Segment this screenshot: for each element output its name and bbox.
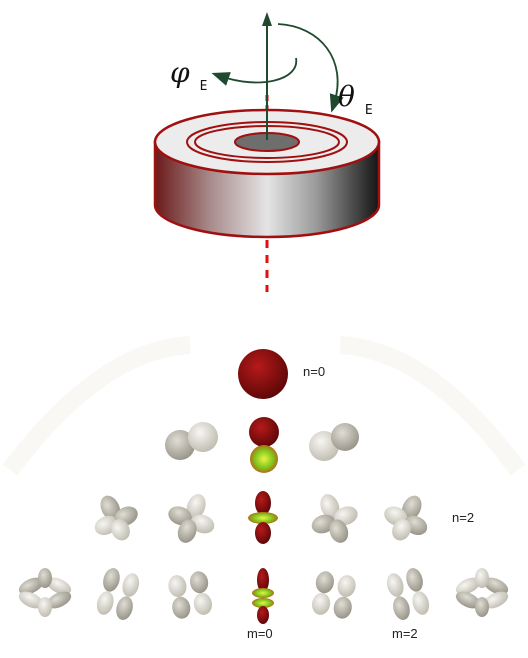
theta-rotation-arrow — [277, 23, 344, 113]
lobe-n1-m-1 — [165, 422, 218, 460]
lobe-n3-m-1 — [168, 571, 212, 619]
label-m2: m=2 — [392, 626, 418, 641]
label-n0: n=0 — [303, 364, 326, 379]
background-arcs — [2, 336, 526, 476]
lobe-n2-m-2 — [94, 495, 138, 541]
ring — [153, 108, 381, 239]
harmonics-grid — [18, 349, 509, 624]
lobe-n2-m0 — [248, 491, 278, 544]
lobe-n1-m1 — [309, 423, 359, 461]
phi-subscript: E — [199, 79, 208, 94]
lobe-n2-m2 — [384, 495, 428, 541]
lobe-n3-m1 — [312, 571, 356, 619]
lobe-n1-m0 — [249, 417, 279, 473]
lobe-n2-m1 — [311, 494, 358, 543]
theta-subscript: E — [364, 103, 373, 118]
lobe-n3-m-2 — [96, 568, 140, 620]
label-m0: m=0 — [247, 626, 273, 641]
lobe-n3-m-3 — [18, 568, 72, 617]
lobe-n0-m0 — [238, 349, 288, 399]
lobe-n3-m2 — [386, 568, 430, 620]
theta-symbol: θ — [338, 80, 355, 113]
lobe-n3-m0 — [252, 568, 274, 624]
phi-symbol: φ — [170, 56, 190, 89]
lobe-n2-m-1 — [168, 494, 215, 543]
label-n2: n=2 — [452, 510, 475, 525]
lobe-n3-m3 — [455, 568, 509, 617]
z-axis-arrow — [262, 12, 272, 140]
phi-rotation-arrow — [211, 57, 297, 86]
